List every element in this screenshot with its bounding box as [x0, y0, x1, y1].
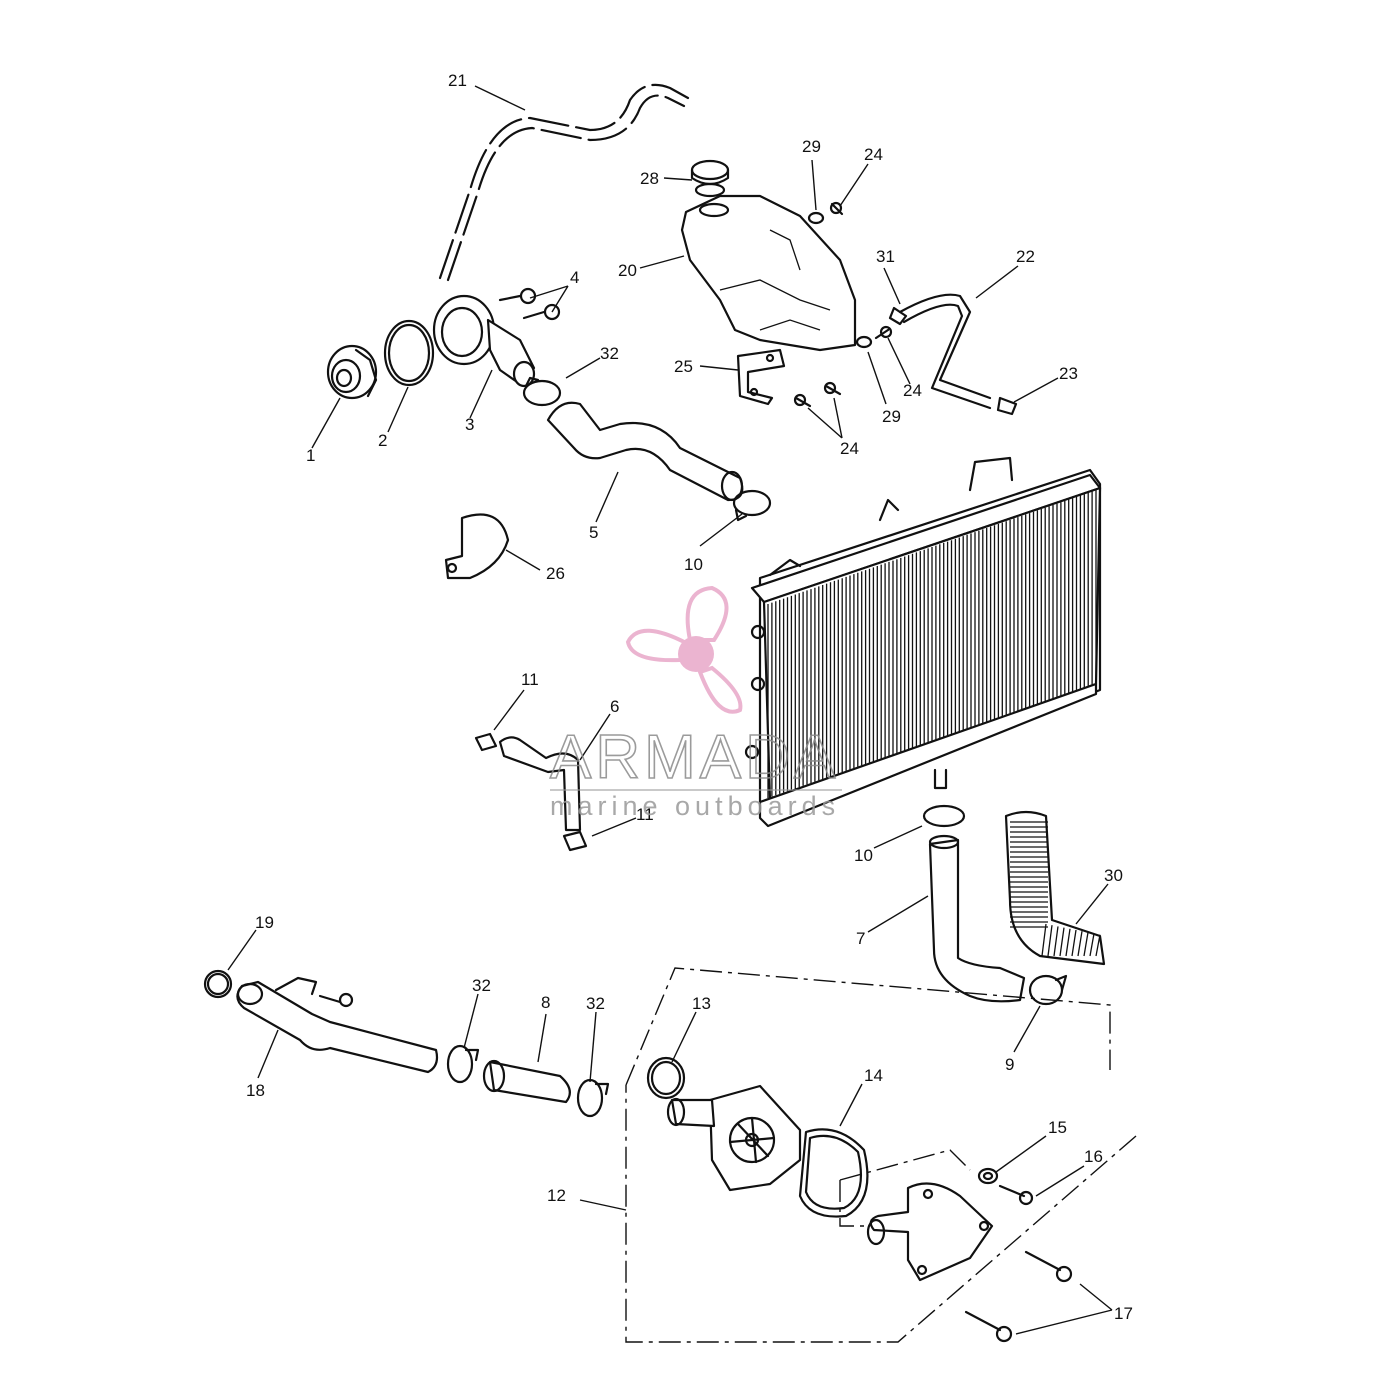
- bolt-29a: [807, 201, 844, 225]
- callout-24-bottom: 24: [840, 439, 859, 458]
- callout-15: 15: [1048, 1118, 1067, 1137]
- water-pump-body: [666, 1084, 802, 1192]
- callout-19: 19: [255, 913, 274, 932]
- callout-26: 26: [546, 564, 565, 583]
- hose-clamp-short-a: [446, 1044, 480, 1084]
- callout-7: 7: [856, 929, 865, 948]
- callout-12: 12: [547, 1186, 566, 1205]
- callout-32-right: 32: [586, 994, 605, 1013]
- callout-25: 25: [674, 357, 693, 376]
- callout-16: 16: [1084, 1147, 1103, 1166]
- reservoir-tank: [680, 159, 857, 352]
- propeller-blade-right: [697, 665, 743, 714]
- pump-o-ring: [646, 1056, 686, 1100]
- short-hose: [482, 1059, 571, 1104]
- bolt-29b: [855, 325, 893, 349]
- callout-21: 21: [448, 71, 467, 90]
- propeller-hub: [678, 636, 714, 672]
- bracket-plate: [444, 513, 510, 580]
- cover-bolt: [998, 1184, 1034, 1206]
- propeller-blade-top: [685, 585, 729, 642]
- pump-cover: [866, 1182, 994, 1282]
- callout-17: 17: [1114, 1304, 1133, 1323]
- callout-20: 20: [618, 261, 637, 280]
- pump-bolts: [964, 1250, 1073, 1343]
- thermostat: [326, 344, 378, 400]
- leader-lines: [227, 85, 1113, 1335]
- callout-24-mid: 24: [903, 381, 922, 400]
- callout-10-upper: 10: [684, 555, 703, 574]
- cover-washer: [977, 1167, 999, 1185]
- callout-18: 18: [246, 1081, 265, 1100]
- radiator: [744, 456, 1102, 828]
- housing-bolts: [498, 287, 561, 321]
- bolts-24-lower: [793, 381, 842, 408]
- thermostat-o-ring: [383, 319, 435, 387]
- water-pump-assembly-outline: [625, 967, 1137, 1343]
- upper-radiator-hose: [546, 401, 744, 502]
- callout-5: 5: [589, 523, 598, 542]
- callout-6: 6: [610, 697, 619, 716]
- watermark-tagline: marine outboards: [550, 791, 840, 821]
- callout-9: 9: [1005, 1055, 1014, 1074]
- small-bypass-hose: [474, 732, 588, 852]
- hose-clamp-short-b: [576, 1078, 610, 1118]
- callout-2: 2: [378, 431, 387, 450]
- callout-10-lower: 10: [854, 846, 873, 865]
- hose-clamp-upper: [522, 376, 562, 407]
- hose-clamp-radiator-upper: [732, 489, 772, 522]
- callout-29-top: 29: [802, 137, 821, 156]
- callout-32-upper: 32: [600, 344, 619, 363]
- callout-28: 28: [640, 169, 659, 188]
- callout-1: 1: [306, 446, 315, 465]
- callout-8: 8: [541, 993, 550, 1012]
- overflow-hose: [888, 293, 1018, 416]
- callout-13: 13: [692, 994, 711, 1013]
- callout-14: 14: [864, 1066, 883, 1085]
- pipe-o-ring: [203, 969, 233, 999]
- callout-11-upper: 11: [521, 670, 539, 689]
- callout-4: 4: [570, 268, 579, 287]
- callout-11-lower: 11: [636, 805, 654, 824]
- watermark-brand: ARMADA: [550, 723, 839, 792]
- watermark-logo: ARMADA marine outboards: [549, 585, 842, 821]
- thermostat-housing: [432, 294, 536, 388]
- callout-29-bottom: 29: [882, 407, 901, 426]
- corrugated-hose: [1004, 810, 1106, 966]
- callout-22: 22: [1016, 247, 1035, 266]
- lower-radiator-hose: [922, 804, 1068, 1006]
- tank-bracket: [736, 348, 786, 406]
- callout-24-top: 24: [864, 145, 883, 164]
- callout-31: 31: [876, 247, 895, 266]
- callout-labels: 1 2 3 4 5 6 7 8 9 10 10 11 11 12 13 14 1…: [246, 71, 1133, 1323]
- propeller-blade-left: [625, 628, 693, 663]
- callout-32-left: 32: [472, 976, 491, 995]
- callout-23: 23: [1059, 364, 1078, 383]
- callout-30: 30: [1104, 866, 1123, 885]
- vent-hose: [438, 83, 690, 282]
- callout-3: 3: [465, 415, 474, 434]
- coolant-pipe: [236, 976, 439, 1074]
- propeller-icon: [625, 585, 743, 714]
- pump-cover-gasket: [798, 1128, 869, 1218]
